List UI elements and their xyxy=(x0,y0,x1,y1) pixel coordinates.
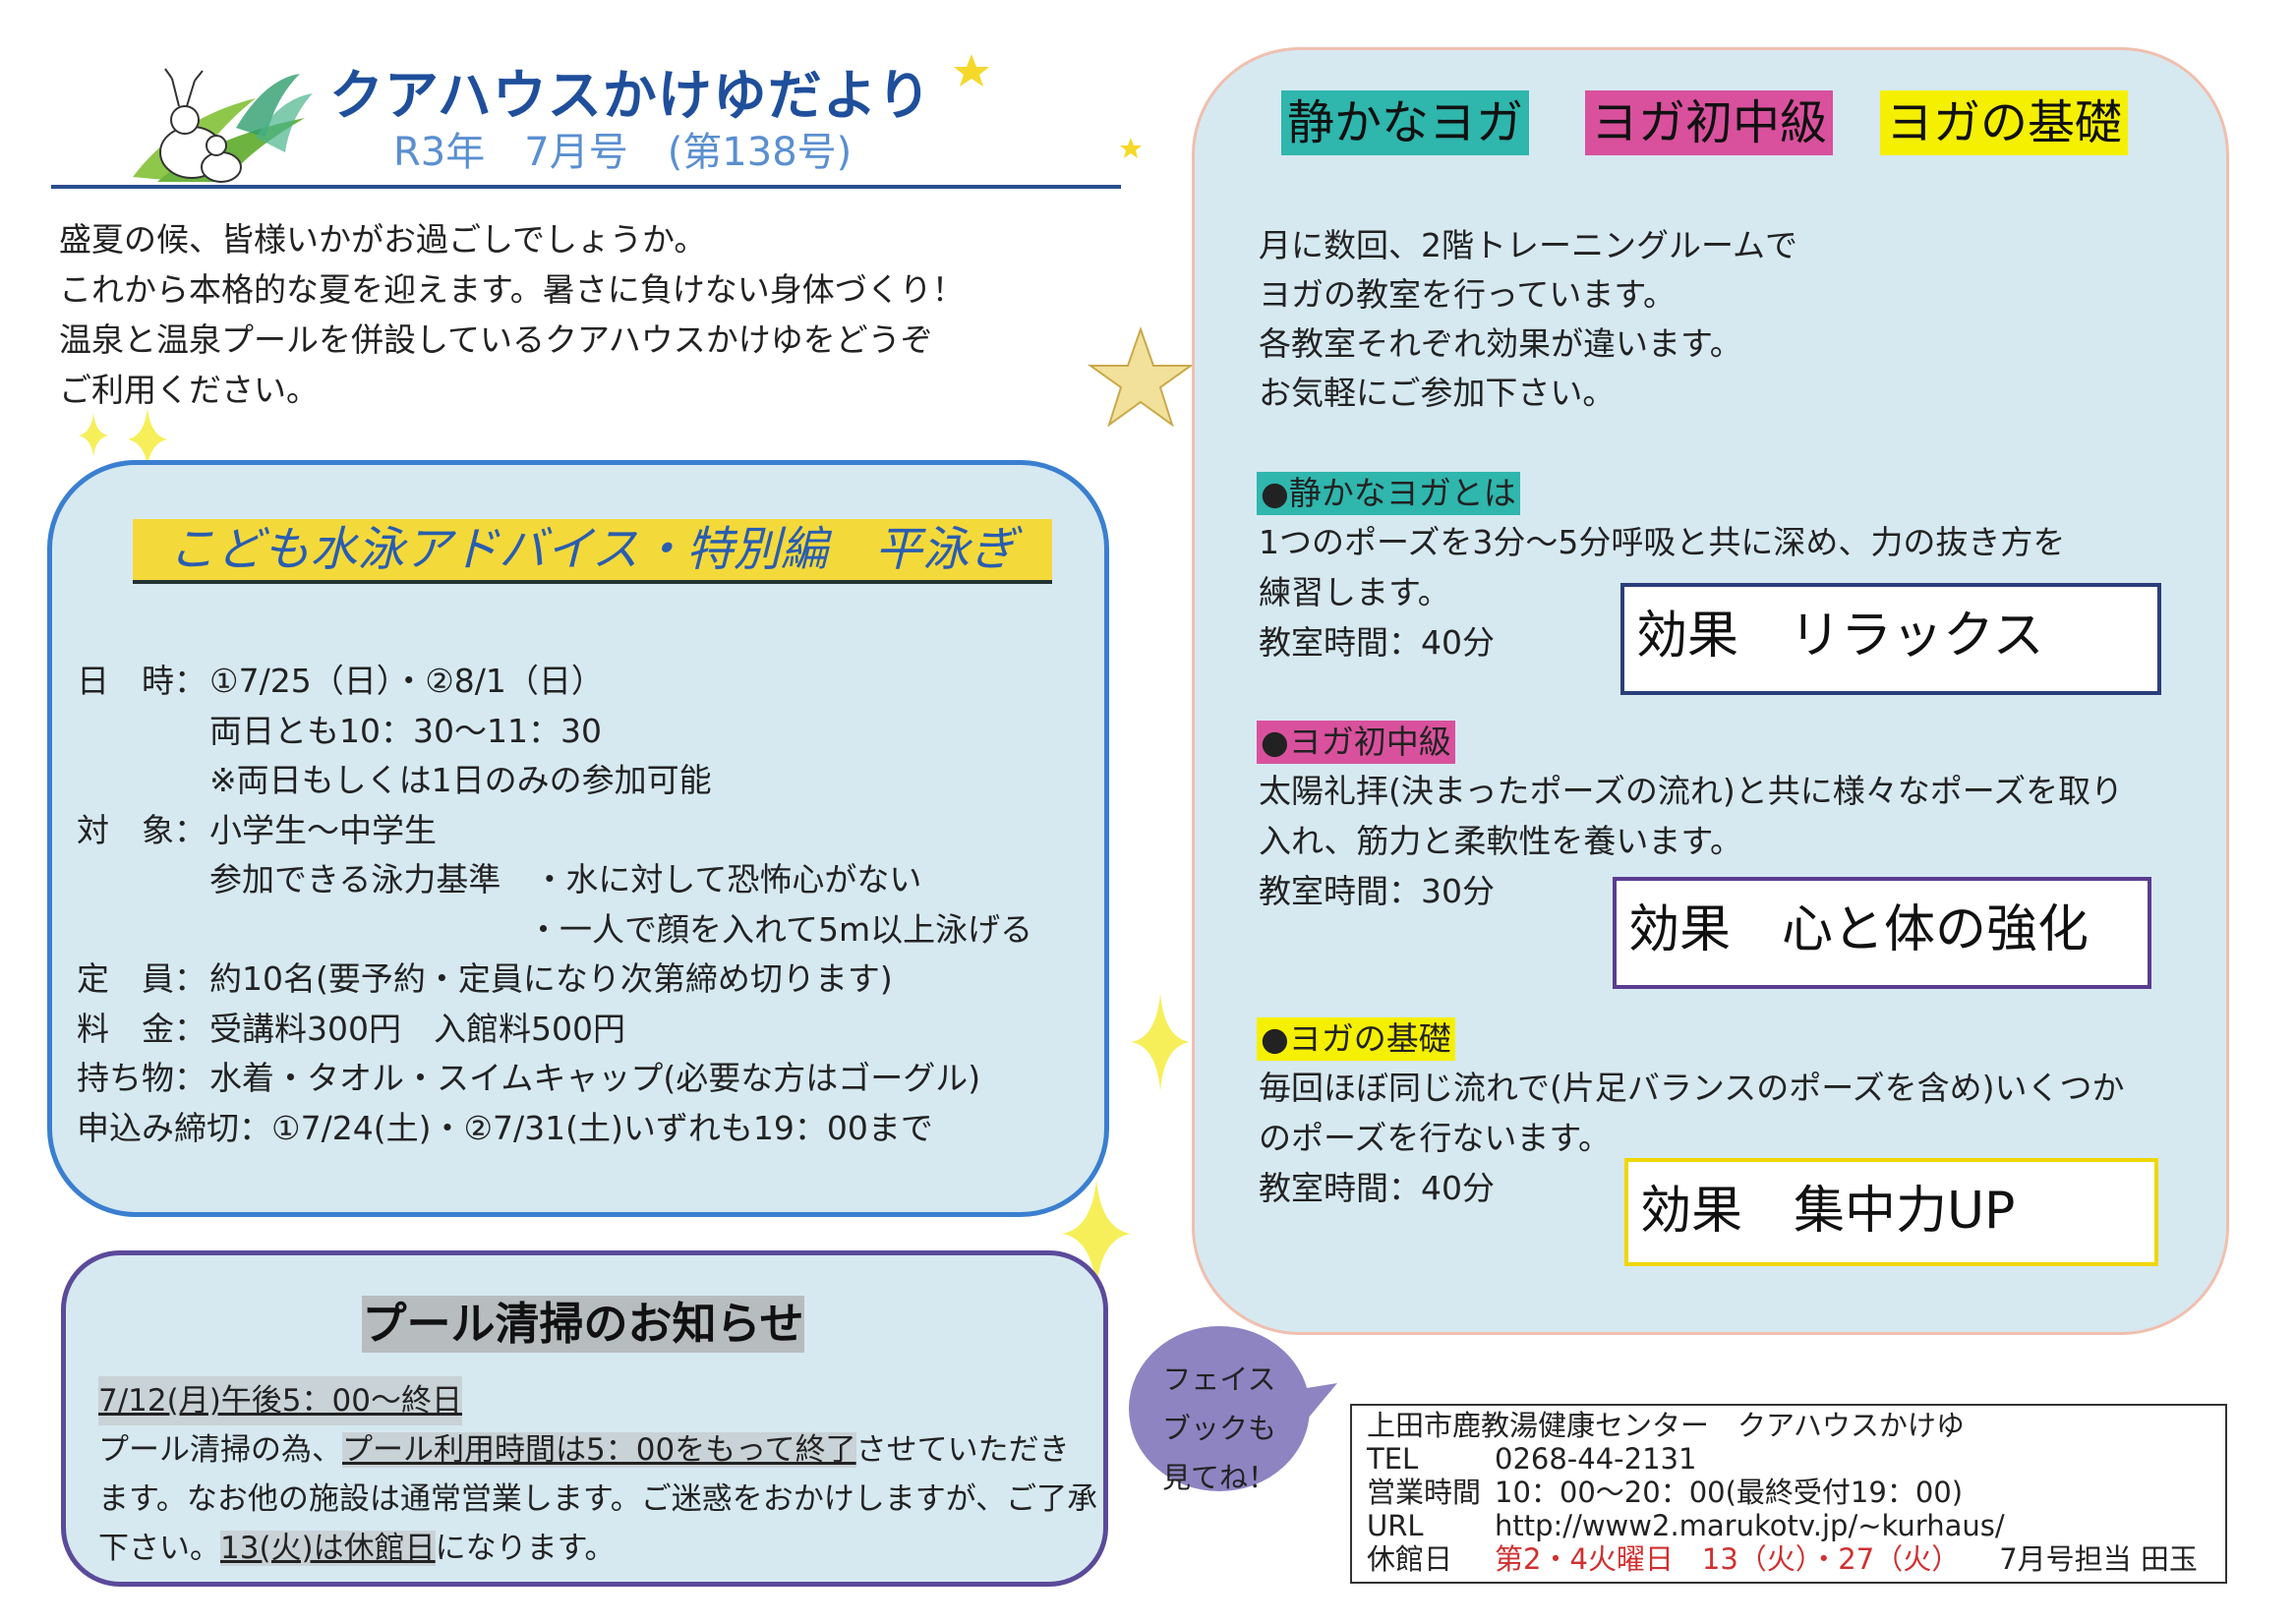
yoga-quiet-desc-2: 練習します。 xyxy=(1259,573,1450,611)
capacity-label: 定 員： xyxy=(77,959,206,998)
hours-value: 10：00〜20：00(最終受付19：00) xyxy=(1495,1476,1964,1509)
url-link[interactable]: http://www2.marukotv.jp/~kurhaus/ xyxy=(1495,1509,2005,1542)
yoga-section-basics-heading: ●ヨガの基礎 xyxy=(1257,1017,1455,1061)
pool-text-2: ます。なお他の施設は通常営業します。ご迷惑をおかけしますが、ご了承 xyxy=(98,1481,1098,1517)
star-icon xyxy=(1087,324,1195,436)
pool-panel-title: プール清掃のお知らせ xyxy=(362,1296,804,1353)
pool-cleaning-date: 7/12(月)午後5：00〜終日 xyxy=(98,1376,462,1425)
hours-label: 営業時間 xyxy=(1367,1476,1482,1509)
org-name: 上田市鹿教湯健康センター クアハウスかけゆ xyxy=(1367,1409,1965,1442)
tel-label: TEL xyxy=(1367,1442,1419,1476)
pool-closed-day: 13(火)は休館日 xyxy=(220,1531,436,1566)
yoga-basics-desc-1: 毎回ほぼ同じ流れで(片足バランスのポーズを含め)いくつか xyxy=(1259,1069,2125,1107)
swim-standard-1: 参加できる泳力基準 ・水に対して恐怖心がない xyxy=(209,860,922,898)
sparkle-icon xyxy=(1062,1180,1131,1292)
capacity-value: 約10名(要予約・定員になり次第締め切ります) xyxy=(209,959,893,998)
yoga-tag-beginner-intermediate: ヨガ初中級 xyxy=(1585,90,1834,155)
swim-standard-2: ・一人で顔を入れて5m以上泳げる xyxy=(527,909,1033,949)
time-value: 両日とも10：30〜11：30 xyxy=(209,711,602,750)
yoga-section-beginner-heading: ●ヨガ初中級 xyxy=(1257,721,1455,764)
deadline-label: 申込み締切： xyxy=(77,1108,271,1147)
items-value: 水着・タオル・スイムキャップ(必要な方はゴーグル) xyxy=(209,1059,981,1097)
date-label: 日 時： xyxy=(77,662,206,700)
yoga-basics-time: 教室時間：40分 xyxy=(1259,1169,1495,1207)
swim-advice-panel xyxy=(47,460,1109,1217)
staff-credit: 7月号担当 田玉 xyxy=(1999,1542,2198,1576)
newsletter-title: クアハウスかけゆだより xyxy=(329,64,932,127)
yoga-beginner-effect: 効果 心と体の強化 xyxy=(1613,877,2151,989)
pool-text-3a: 下さい。 xyxy=(98,1531,220,1566)
pool-text-3c: になります。 xyxy=(435,1531,616,1566)
items-label: 持ち物： xyxy=(77,1059,206,1097)
sparkle-icon xyxy=(1131,993,1190,1095)
header-divider xyxy=(51,185,1121,189)
issue-number: R3年 7月号 (第138号) xyxy=(393,130,853,175)
pool-notice-text: 7/12(月)午後5：00〜終日 プール清掃の為、プール利用時間は5：00をもっ… xyxy=(98,1376,1098,1573)
date-note: ※両日もしくは1日のみの参加可能 xyxy=(209,761,712,799)
yoga-tag-basics: ヨガの基礎 xyxy=(1880,90,2129,155)
tel-value: 0268-44-2131 xyxy=(1495,1442,1697,1476)
fee-value: 受講料300円 入館料500円 xyxy=(209,1009,625,1048)
contact-info-box xyxy=(1350,1404,2227,1584)
hours-row: 営業時間 10：00〜20：00(最終受付19：00) xyxy=(1367,1476,1963,1509)
closed-label: 休館日 xyxy=(1367,1542,1453,1576)
sparkle-icon xyxy=(74,408,182,471)
tel-row: TEL 0268-44-2131 xyxy=(1367,1442,1696,1476)
yoga-section-quiet-heading: ●静かなヨガとは xyxy=(1257,472,1520,515)
intro-paragraph: 盛夏の候、皆様いかがお過ごしでしょうか。 これから本格的な夏を迎えます。暑さに負… xyxy=(59,220,965,409)
moon-and-stars-icon xyxy=(954,29,1150,187)
closed-row: 休館日 第2・4火曜日 13（火）・27（火） 7月号担当 田玉 xyxy=(1367,1542,2198,1576)
swim-panel-title: こども水泳アドバイス・特別編 平泳ぎ xyxy=(133,519,1052,584)
yoga-beginner-desc-1: 太陽礼拝(決まったポーズの流れ)と共に様々なポーズを取り xyxy=(1259,772,2124,810)
yoga-quiet-time: 教室時間：40分 xyxy=(1259,623,1495,662)
pool-text-1a: プール清掃の為、 xyxy=(98,1432,342,1468)
yoga-basics-desc-2: のポーズを行ないます。 xyxy=(1259,1119,1612,1157)
yoga-tag-quiet: 静かなヨガ xyxy=(1281,90,1530,155)
url-label: URL xyxy=(1367,1509,1424,1542)
fee-label: 料 金： xyxy=(77,1009,206,1048)
yoga-quiet-desc-1: 1つのポーズを3分〜5分呼吸と共に深め、力の抜き方を xyxy=(1259,523,2066,561)
speech-bubble-icon xyxy=(1126,1322,1337,1494)
deer-logo-icon xyxy=(118,59,315,187)
pool-text-1c: させていただき xyxy=(855,1432,1070,1468)
facebook-bubble-text[interactable]: フェイス ブックも 見てね！ xyxy=(1161,1362,1276,1494)
swim-details: 日 時：①7/25（日）・②8/1（日） 両日とも10：30〜11：30 ※両日… xyxy=(77,657,1032,1153)
yoga-beginner-desc-2: 入れ、筋力と柔軟性を養います。 xyxy=(1259,822,1743,860)
yoga-basics-effect: 効果 集中力UP xyxy=(1624,1158,2158,1266)
yoga-intro: 月に数回、2階トレーニングルームで ヨガの教室を行っています。 各教室それぞれ効… xyxy=(1259,226,1798,412)
yoga-quiet-effect: 効果 リラックス xyxy=(1620,583,2161,695)
closed-days: 第2・4火曜日 13（火）・27（火） xyxy=(1495,1542,1961,1576)
date-value: ①7/25（日）・②8/1（日） xyxy=(209,662,604,700)
pool-text-1b: プール利用時間は5：00をもって終了 xyxy=(342,1432,856,1468)
yoga-beginner-time: 教室時間：30分 xyxy=(1259,872,1495,910)
target-value: 小学生〜中学生 xyxy=(209,810,437,849)
target-label: 対 象： xyxy=(77,810,206,849)
deadline-value: ①7/24(土)・②7/31(土)いずれも19：00まで xyxy=(271,1108,933,1147)
url-row: URL http://www2.marukotv.jp/~kurhaus/ xyxy=(1367,1509,2005,1542)
